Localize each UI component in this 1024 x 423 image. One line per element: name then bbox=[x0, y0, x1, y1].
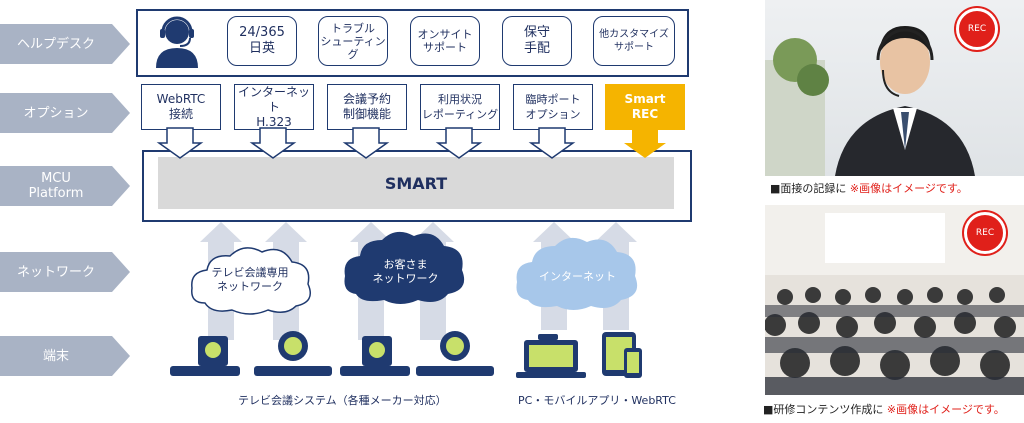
terminal-devices bbox=[170, 331, 642, 378]
option-smart-rec: Smart REC bbox=[605, 84, 685, 130]
layer-label-text: MCU Platform bbox=[28, 171, 84, 201]
interview-caption: ■面接の記録に ※画像はイメージです。 bbox=[770, 180, 968, 196]
video-conference-endpoint-icon bbox=[254, 331, 332, 376]
laptop-icon bbox=[516, 334, 586, 378]
down-arrow-icon bbox=[528, 127, 576, 159]
down-arrow-icon bbox=[156, 127, 204, 159]
helpdesk-item-onsite-support: オンサイト サポート bbox=[410, 16, 480, 66]
cloud-customer-network-icon bbox=[344, 231, 465, 304]
caption-note: ※画像はイメージです。 bbox=[886, 403, 1005, 416]
down-arrow-icon bbox=[435, 127, 483, 159]
layer-label-option: オプション bbox=[0, 93, 132, 133]
seminar-caption: ■研修コンテンツ作成に ※画像はイメージです。 bbox=[763, 401, 1005, 417]
layer-label-helpdesk: ヘルプデスク bbox=[0, 24, 132, 64]
caption-text: ■研修コンテンツ作成に bbox=[763, 403, 884, 416]
smart-platform-bar: SMART bbox=[158, 157, 674, 209]
option-conference-reservation: 会議予約 制御機能 bbox=[327, 84, 407, 130]
caption-text: ■面接の記録に bbox=[770, 182, 847, 195]
headset-operator-icon bbox=[156, 16, 198, 68]
network-up-arrows bbox=[191, 222, 638, 340]
layer-arrow-shape bbox=[0, 166, 130, 206]
rec-badge-icon: REC bbox=[956, 8, 998, 50]
option-internet-h323: インターネット H.323 bbox=[234, 84, 314, 130]
video-conference-systems-label: テレビ会議システム（各種メーカー対応） bbox=[238, 394, 447, 407]
layer-label-text: オプション bbox=[23, 105, 89, 121]
helpdesk-item-troubleshooting: トラブル シューティング bbox=[318, 16, 388, 66]
layer-arrow-shape bbox=[0, 252, 130, 292]
helpdesk-item-24-365: 24/365 日英 bbox=[227, 16, 297, 66]
caption-note: ※画像はイメージです。 bbox=[849, 182, 968, 195]
helpdesk-item-maintenance: 保守 手配 bbox=[502, 16, 572, 66]
pc-mobile-webrtc-label: PC・モバイルアプリ・WebRTC bbox=[518, 394, 676, 407]
smartphone-icon bbox=[624, 348, 642, 378]
layer-label-mcu-platform: MCU Platform bbox=[0, 166, 132, 206]
network-dedicated-label: テレビ会議専用 ネットワーク bbox=[211, 266, 289, 293]
helpdesk-item-custom-support: 他カスタマイズ サポート bbox=[593, 16, 675, 66]
layer-arrow-shape bbox=[0, 93, 130, 133]
video-conference-endpoint-icon bbox=[416, 331, 494, 376]
cloud-internet-icon bbox=[516, 237, 638, 310]
cloud-dedicated-network-icon bbox=[191, 247, 311, 315]
layer-arrow-shape bbox=[0, 24, 130, 64]
interview-person-illustration bbox=[765, 26, 975, 176]
down-arrow-icon bbox=[249, 127, 297, 159]
option-webrtc: WebRTC 接続 bbox=[141, 84, 221, 130]
layer-label-text: 端末 bbox=[42, 348, 69, 364]
layer-arrow-shape bbox=[0, 336, 130, 376]
down-arrow-icon bbox=[624, 128, 666, 158]
option-usage-reporting: 利用状況 レポーティング bbox=[420, 84, 500, 130]
network-customer-label: お客さま ネットワーク bbox=[372, 258, 439, 285]
layer-label-terminal: 端末 bbox=[0, 336, 132, 376]
option-connector-arrows bbox=[156, 127, 666, 159]
layer-label-text: ネットワーク bbox=[16, 264, 95, 280]
video-conference-camera-icon bbox=[340, 336, 410, 376]
layer-label-text: ヘルプデスク bbox=[16, 36, 95, 52]
layer-label-network: ネットワーク bbox=[0, 252, 132, 292]
rec-badge-icon: REC bbox=[964, 212, 1006, 254]
network-internet-label: インターネット bbox=[539, 270, 616, 283]
down-arrow-icon bbox=[342, 127, 390, 159]
interview-photo bbox=[765, 0, 1024, 176]
video-conference-camera-icon bbox=[170, 336, 240, 376]
